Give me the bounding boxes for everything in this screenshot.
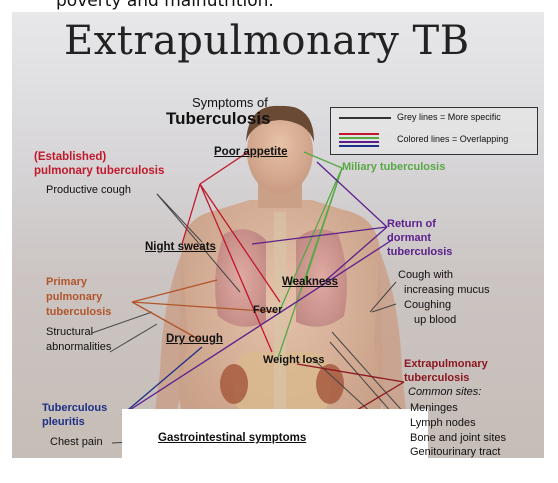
- stage-established-line1: (Established): [34, 151, 106, 164]
- specific-coughing-blood-line1: Coughing: [404, 299, 451, 312]
- specific-cough-mucus-line2: increasing mucus: [404, 284, 490, 297]
- stage-pleuritis-line2: pleuritis: [42, 416, 85, 429]
- symptom-weakness: Weakness: [282, 276, 338, 289]
- specific-coughing-blood-line2: up blood: [414, 314, 456, 327]
- legend-swatches: [335, 108, 395, 152]
- symptom-weight-loss: Weight loss: [263, 354, 325, 367]
- site-lymph-nodes: Lymph nodes: [410, 417, 476, 430]
- left-kidney-shape: [220, 364, 248, 404]
- legend-grey-text: Grey lines = More specific: [397, 112, 501, 122]
- stage-extra-line2: tuberculosis: [404, 372, 469, 385]
- stage-pleuritis-line1: Tuberculous: [42, 402, 107, 415]
- stage-return-line1: Return of: [387, 218, 436, 231]
- specific-structural-line1: Structural: [46, 326, 93, 339]
- stage-return-line3: tuberculosis: [387, 246, 452, 259]
- symptom-night-sweats: Night sweats: [145, 241, 216, 254]
- site-bone-joint: Bone and joint sites: [410, 432, 506, 445]
- site-meninges: Meninges: [410, 402, 458, 415]
- sites-common-heading: Common sites:: [408, 386, 481, 399]
- top-caption: poverty and malnutrition.: [56, 0, 274, 11]
- symptom-fever: Fever: [253, 304, 282, 317]
- legend-box: Grey lines = More specific Colored lines…: [330, 107, 538, 155]
- symptom-gastrointestinal: Gastrointestinal symptoms: [158, 432, 306, 445]
- diagram-heading-line1: Symptoms of: [192, 96, 268, 109]
- legend-colored-text: Colored lines = Overlapping: [397, 134, 508, 144]
- stage-primary-line2: pulmonary: [46, 291, 102, 304]
- symptom-dry-cough: Dry cough: [166, 333, 223, 346]
- stage-established-line2: pulmonary tuberculosis: [34, 165, 164, 178]
- specific-chest-pain: Chest pain: [50, 436, 103, 449]
- specific-structural-line2: abnormalities: [46, 341, 111, 354]
- site-genitourinary: Genitourinary tract: [410, 446, 500, 458]
- diagram-heading-line2: Tuberculosis: [166, 112, 271, 125]
- stage-primary-line3: tuberculosis: [46, 306, 111, 319]
- symptom-poor-appetite: Poor appetite: [214, 146, 287, 159]
- stage-return-line2: dormant: [387, 232, 431, 245]
- stage-miliary: Miliary tuberculosis: [342, 161, 445, 174]
- slide-panel: Extrapulmonary TB: [12, 12, 544, 458]
- stage-extra-line1: Extrapulmonary: [404, 358, 488, 371]
- specific-cough-mucus-line1: Cough with: [398, 269, 453, 282]
- specific-productive-cough: Productive cough: [46, 184, 131, 197]
- stage-primary-line1: Primary: [46, 276, 87, 289]
